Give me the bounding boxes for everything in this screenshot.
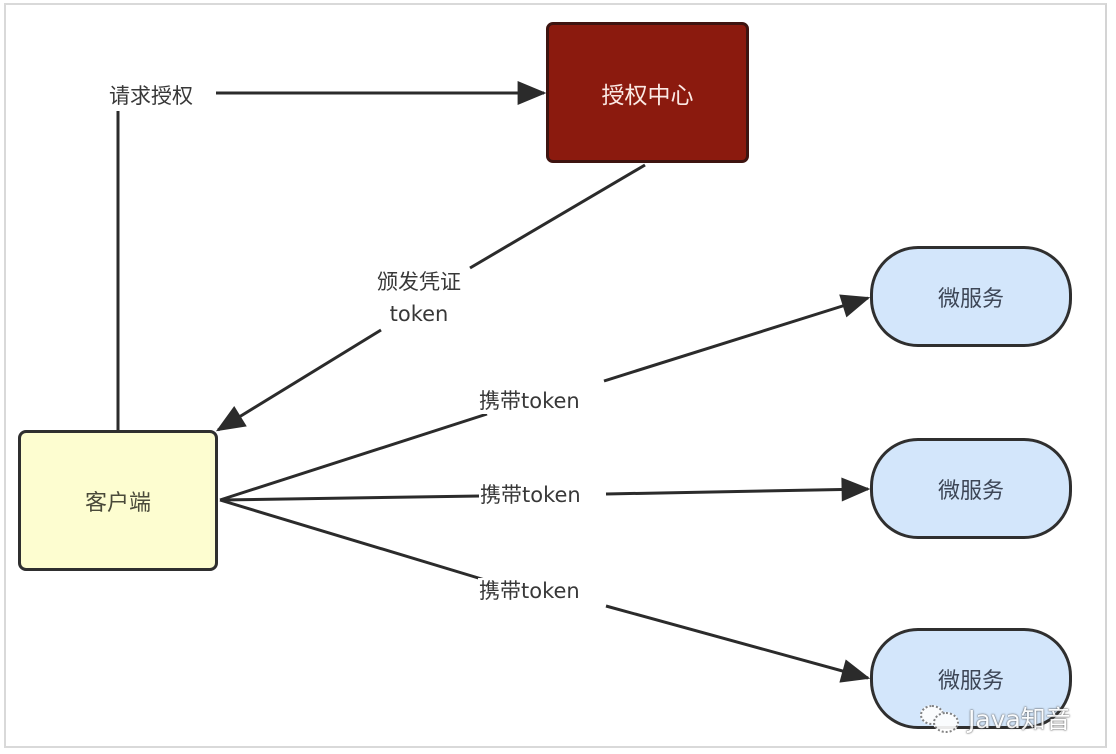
microservice-node-2[interactable]: 微服务 [870, 438, 1072, 539]
watermark: Java知音 [920, 700, 1071, 736]
edge-carry-token-1-left [219, 412, 488, 502]
edge-label-carry-token-3: 携带token [478, 578, 581, 604]
edge-issue-credential-upper [469, 163, 646, 270]
edge-carry-token-2-arrow [605, 477, 871, 502]
client-node[interactable]: 客户端 [18, 430, 218, 571]
edge-label-issue-credential-line2: token [389, 302, 449, 326]
microservice-node-1[interactable]: 微服务 [870, 246, 1072, 347]
edge-issue-credential-arrow [215, 328, 382, 432]
edge-label-carry-token-1: 携带token [478, 388, 581, 414]
edge-carry-token-3-left [219, 498, 486, 582]
wechat-icon [920, 703, 960, 733]
watermark-text: Java知音 [968, 705, 1071, 734]
edge-carry-token-2-left [219, 494, 481, 502]
edge-label-carry-token-2: 携带token [479, 482, 582, 508]
edge-label-request-auth: 请求授权 [108, 83, 194, 109]
edge-carry-token-3-arrow [605, 604, 871, 683]
microservice-node-3[interactable]: 微服务 [870, 628, 1072, 729]
edge-label-issue-credential: 颁发凭证 token [376, 266, 462, 330]
edge-carry-token-1-arrow [603, 294, 871, 383]
auth-center-node[interactable]: 授权中心 [546, 22, 749, 163]
edge-label-issue-credential-line1: 颁发凭证 [377, 270, 461, 294]
